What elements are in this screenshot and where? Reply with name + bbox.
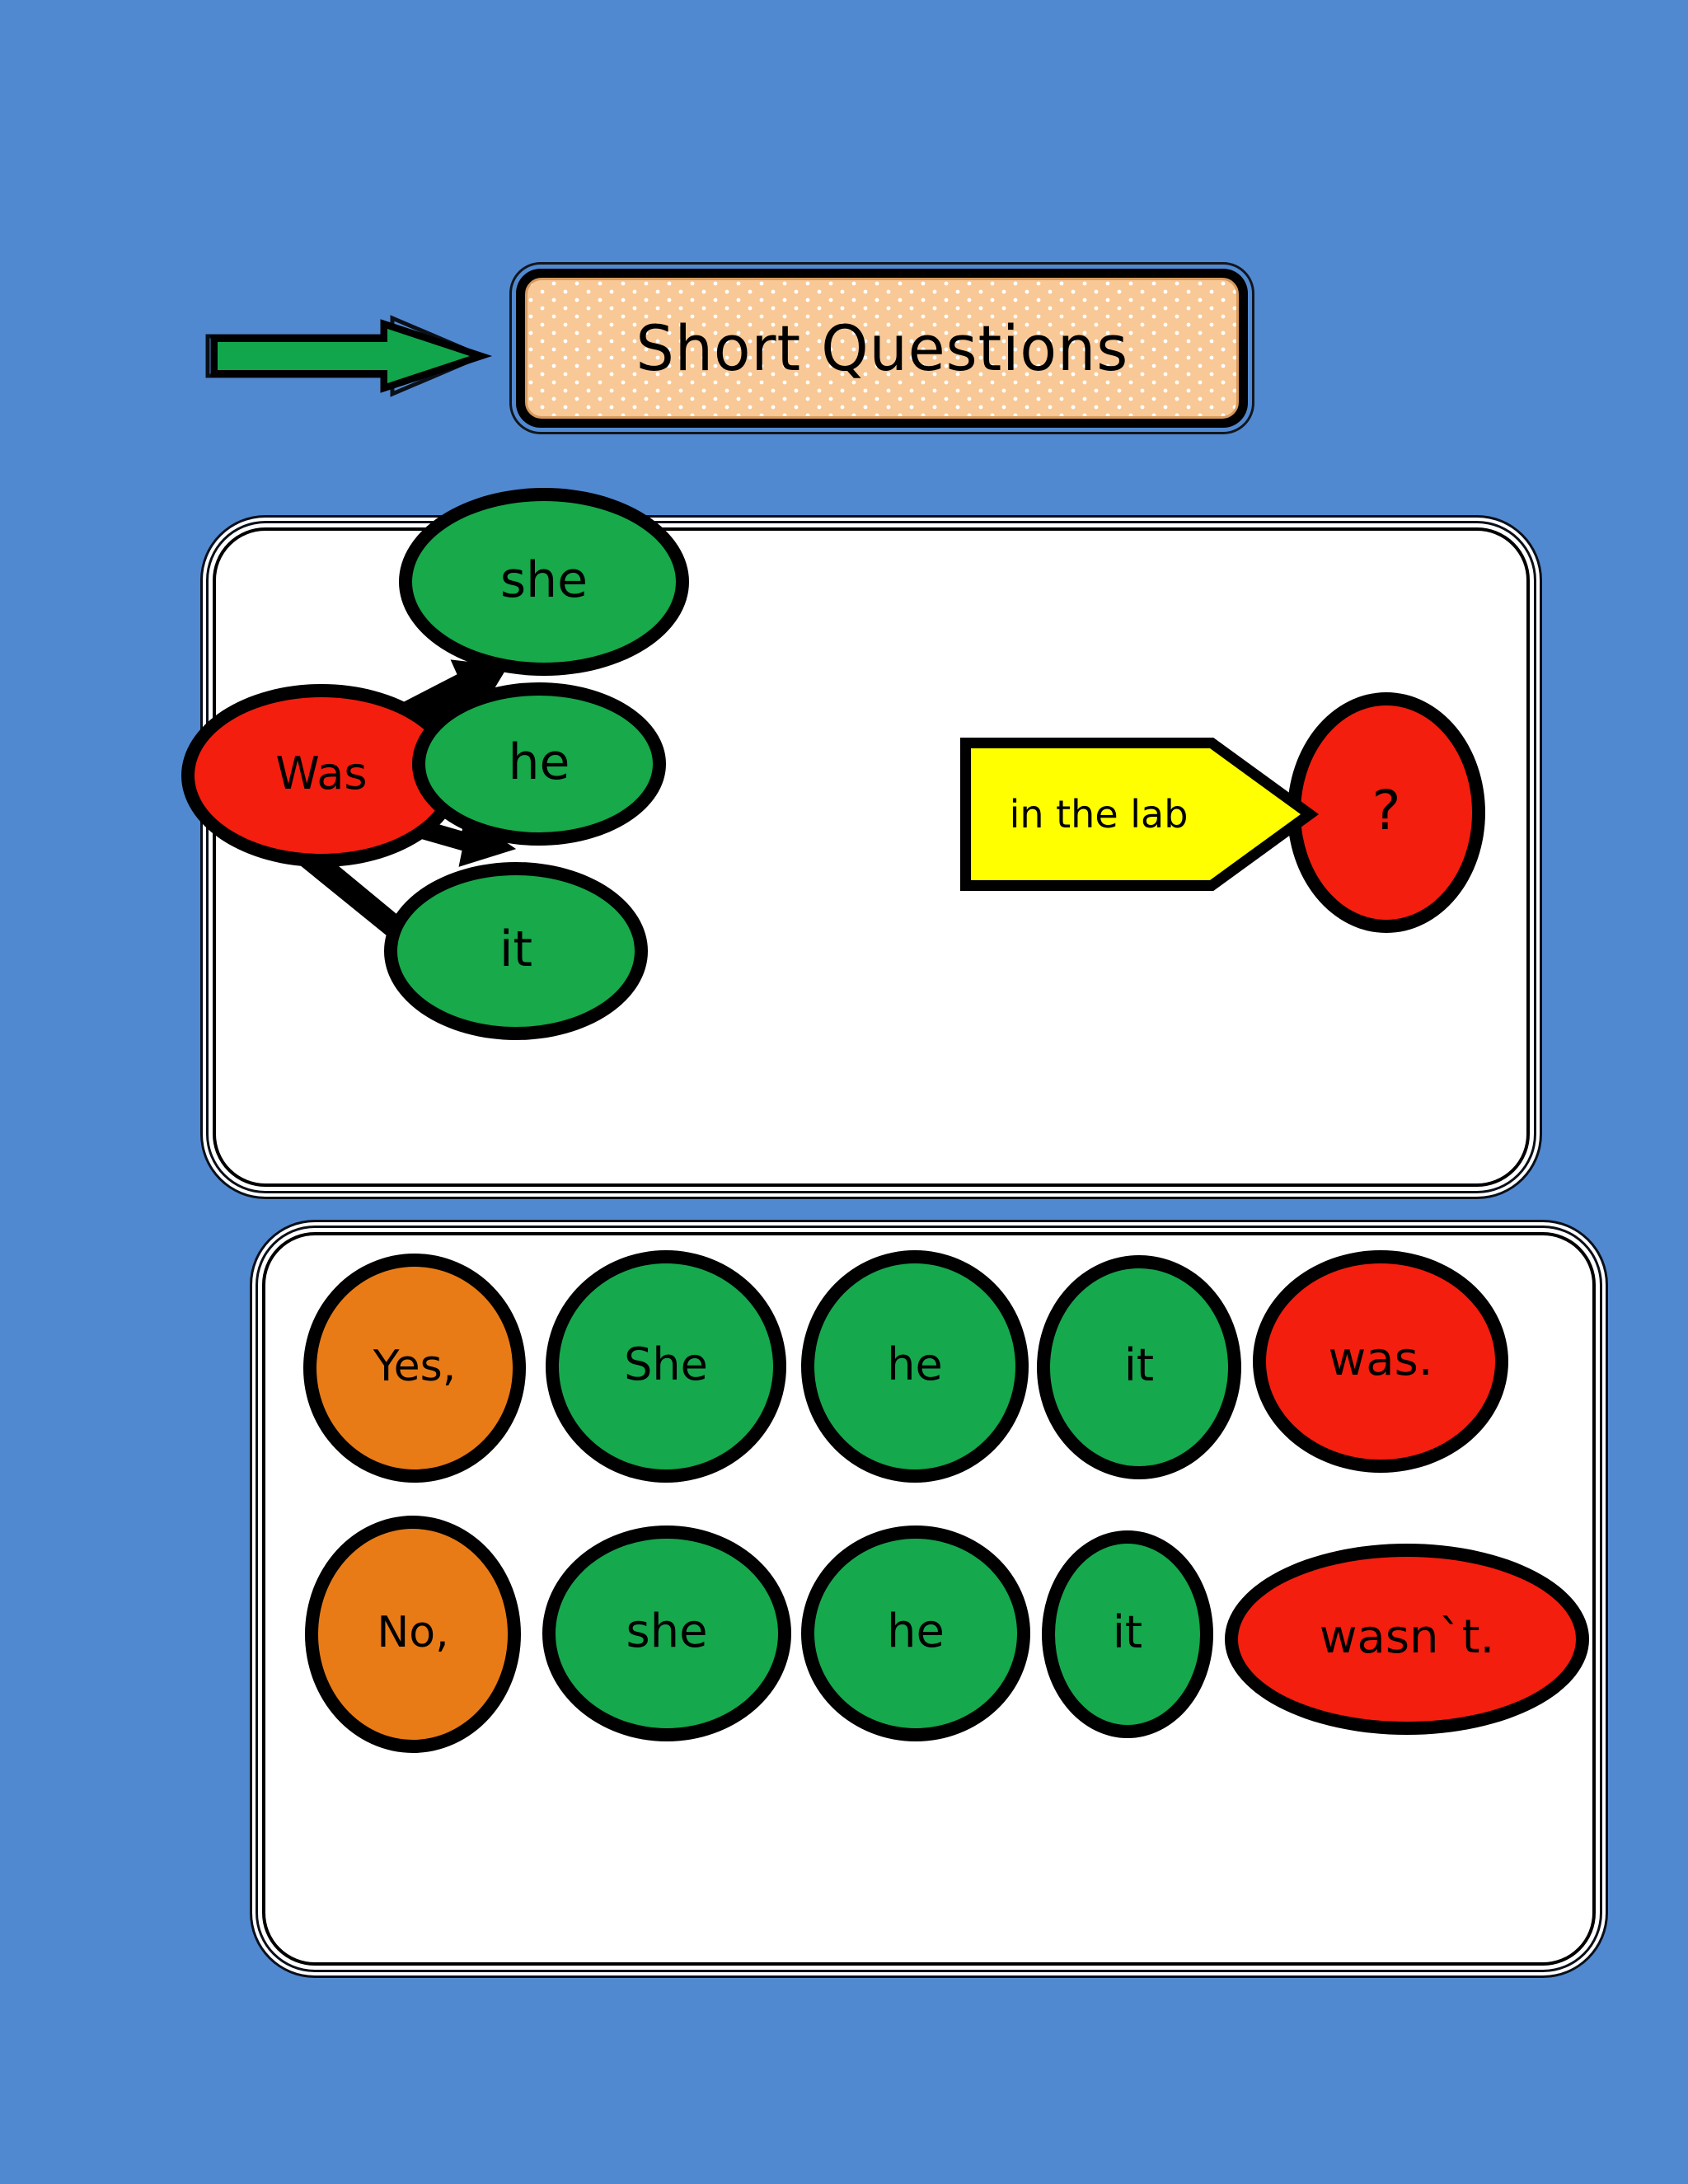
answer-oval-no[interactable]: No, xyxy=(305,1516,521,1753)
pronoun-oval-it[interactable]: it xyxy=(384,862,648,1040)
pronoun-oval-she[interactable]: she xyxy=(399,488,689,676)
predicate-tag-label: in the lab xyxy=(1009,792,1189,837)
page-title: Short Questions xyxy=(635,312,1128,385)
title-banner-surface: Short Questions xyxy=(525,278,1239,419)
answer-oval-it-1[interactable]: it xyxy=(1037,1255,1241,1479)
question-structure-panel: Was she he it ? xyxy=(181,488,1530,1187)
answer-oval-he-1[interactable]: he xyxy=(801,1250,1029,1483)
answer-oval-he-2[interactable]: he xyxy=(801,1526,1030,1741)
answer-oval-she-low[interactable]: she xyxy=(542,1526,791,1741)
right-arrow-icon xyxy=(204,315,493,397)
answer-oval-it-2[interactable]: it xyxy=(1042,1530,1213,1738)
answer-oval-wasnt[interactable]: wasn`t. xyxy=(1225,1544,1589,1735)
answer-oval-was[interactable]: was. xyxy=(1253,1250,1508,1473)
predicate-tag-in-the-lab[interactable]: in the lab xyxy=(960,738,1320,891)
slide-title-banner: Short Questions xyxy=(519,272,1245,424)
short-answers-panel: Yes, She he it was. No, she he xyxy=(262,1232,1596,1966)
question-mark-oval[interactable]: ? xyxy=(1287,692,1485,933)
pronoun-oval-he[interactable]: he xyxy=(412,682,666,846)
answer-oval-yes[interactable]: Yes, xyxy=(303,1254,526,1483)
answer-oval-she-cap[interactable]: She xyxy=(546,1250,786,1483)
